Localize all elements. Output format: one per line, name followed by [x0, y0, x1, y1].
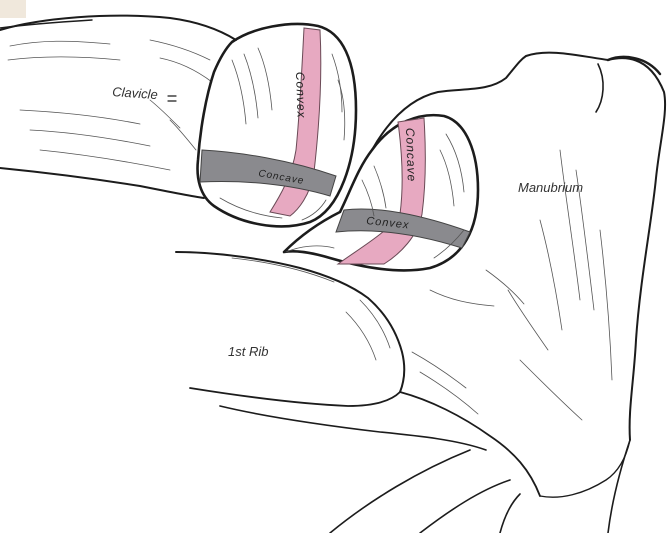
manubrium-bone: Manubrium — [372, 53, 665, 440]
first-rib-bone: 1st Rib — [176, 252, 630, 533]
clavicle-label-tick — [168, 96, 176, 101]
corner-tint — [0, 0, 26, 18]
first-rib-label: 1st Rib — [228, 344, 268, 359]
manubrium-vertical-band-label: Concave — [403, 128, 419, 183]
clavicle-articular-surface: Convex Concave — [198, 24, 356, 226]
clavicle-label: Clavicle — [112, 84, 158, 102]
clavicle-vertical-band-label: Convex — [293, 72, 309, 119]
manubrium-label: Manubrium — [518, 180, 583, 195]
